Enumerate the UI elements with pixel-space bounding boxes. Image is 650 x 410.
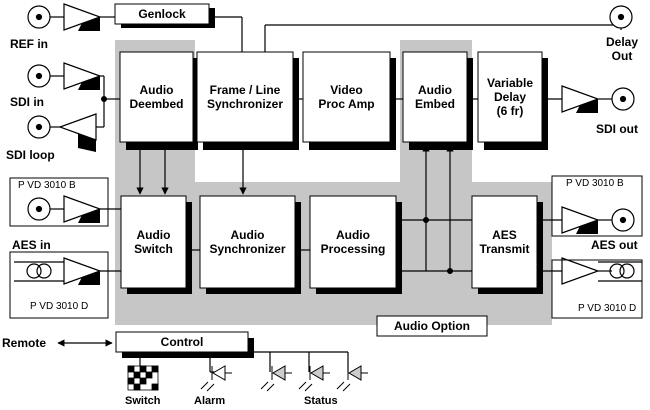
audio-option-label: Audio Option [394, 319, 470, 333]
sdi-loop-label: SDI loop [6, 148, 55, 162]
frame-line-sync-block [196, 51, 294, 143]
frame-line-sync-label: Frame / Line Synchronizer [206, 83, 284, 111]
aes-transmit-label: AES Transmit [479, 228, 530, 256]
dip-switch-icon [127, 365, 159, 391]
switch-label: Switch [125, 395, 161, 407]
audio-embed-block [402, 51, 468, 143]
variable-delay-block [477, 51, 543, 143]
aux-in-module-label: P VD 3010 B [18, 180, 76, 191]
aes-in-label: AES in [12, 238, 51, 252]
audio-deembed-label: Audio Deembed [129, 83, 184, 111]
audio-processing-block [309, 195, 397, 289]
led-icon [200, 365, 368, 392]
sdi-in-label: SDI in [10, 95, 45, 109]
audio-deembed-block [119, 51, 194, 143]
junction-dots [101, 96, 453, 274]
aes-in-module-label: P VD 3010 D [30, 301, 89, 312]
status-label: Status [304, 395, 338, 407]
remote-label: Remote [2, 336, 47, 350]
audio-synchronizer-label: Audio Synchronizer [209, 228, 286, 256]
aux-out-module-label: P VD 3010 B [566, 178, 624, 189]
ref-in-label: REF in [10, 37, 48, 51]
audio-processing-label: Audio Processing [320, 228, 386, 256]
block-boxes [114, 3, 543, 353]
aes-out-module-label: P VD 3010 D [578, 303, 637, 314]
control-block [115, 331, 249, 353]
signal-arrows [57, 142, 454, 347]
aes-transmit-block [471, 195, 538, 289]
amplifier-shadow [78, 17, 598, 285]
genlock-label: Genlock [138, 7, 186, 21]
audio-switch-label: Audio Switch [134, 228, 173, 256]
video-proc-amp-label: Video Proc Amp [318, 83, 375, 111]
variable-delay-label: Variable Delay (6 fr) [486, 76, 534, 118]
bnc-connector-icon [27, 5, 635, 232]
audio-switch-block [120, 195, 187, 289]
audio-option-label-box [376, 315, 488, 337]
control-label: Control [160, 335, 204, 349]
audio-embed-label: Audio Embed [414, 83, 455, 111]
module-outline [9, 175, 643, 319]
video-proc-amp-block [302, 51, 391, 143]
sdi-out-label: SDI out [596, 122, 638, 136]
alarm-label: Alarm [194, 395, 226, 407]
genlock-block [114, 3, 210, 25]
audio-synchronizer-block [199, 195, 296, 289]
transformer-icon [14, 261, 642, 282]
delay-out-label: Delay Out [605, 35, 639, 63]
aes-out-label: AES out [591, 238, 638, 252]
